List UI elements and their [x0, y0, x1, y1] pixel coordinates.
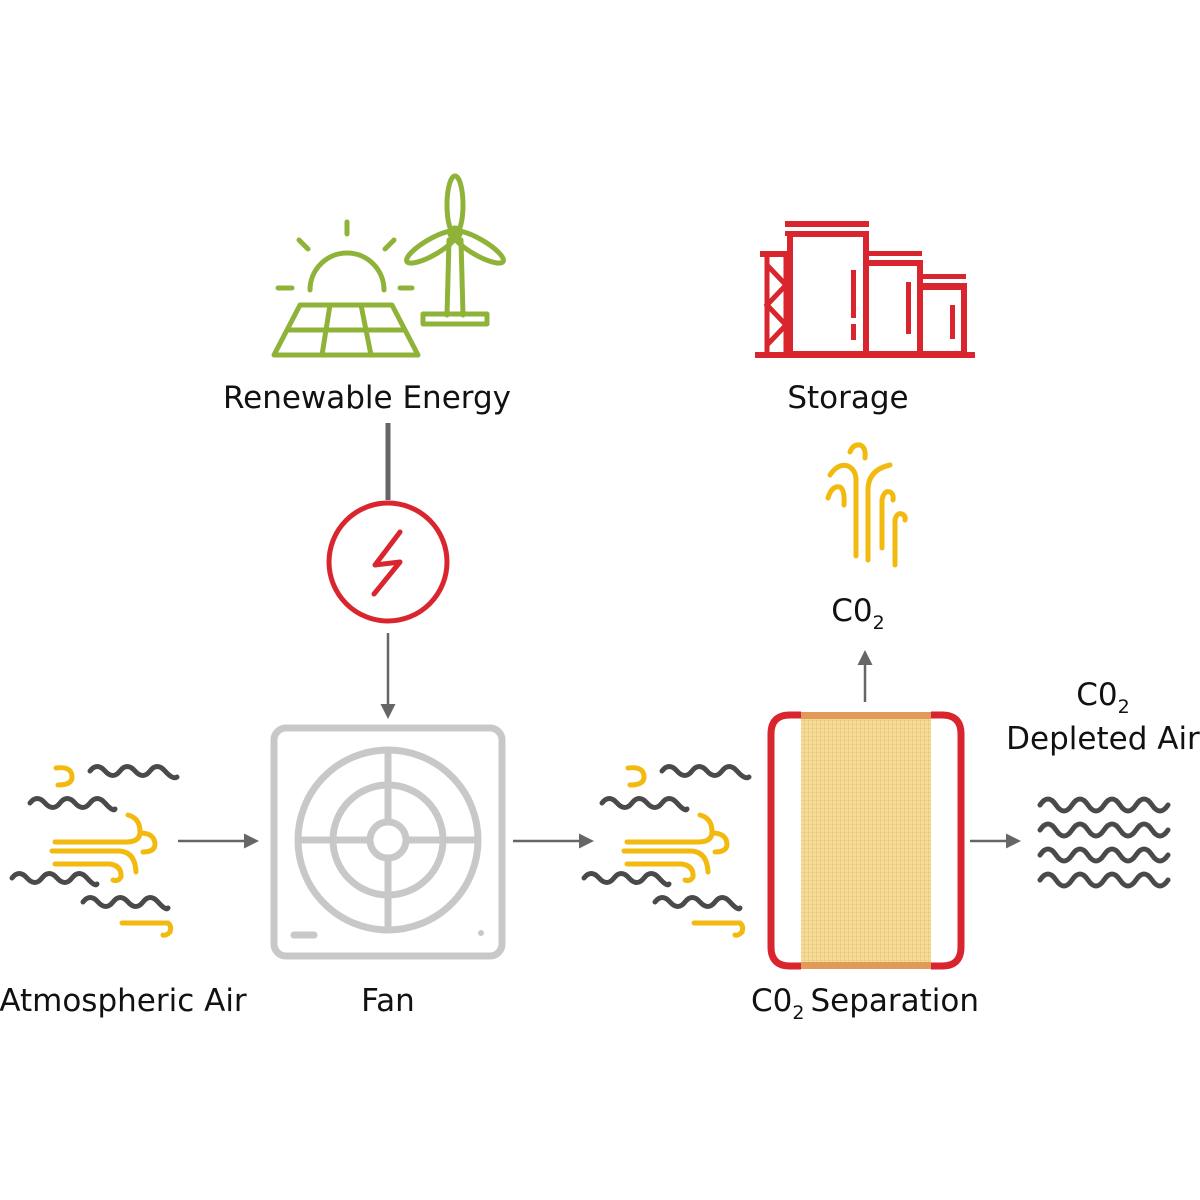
depleted-air-label: Depleted Air [1006, 721, 1200, 757]
co2-label: C02 [831, 593, 884, 634]
solar-panel-icon [271, 219, 421, 358]
depleted-air-icon [1037, 796, 1171, 889]
storage-label: Storage [787, 380, 908, 416]
renewable-energy-label: Renewable Energy [223, 380, 511, 416]
atmospheric-air-label: Atmospheric Air [0, 983, 247, 1019]
lightning-icon [326, 500, 450, 624]
atmospheric-air-icon [12, 767, 177, 936]
air-flow-icon [584, 767, 749, 936]
storage-tanks-icon [755, 221, 975, 358]
fan-label: Fan [361, 983, 415, 1019]
depleted-co2-label: C02 [1076, 677, 1129, 718]
wind-turbine-icon [404, 173, 506, 327]
fan-icon [270, 724, 506, 960]
co2-rising-icon [825, 442, 908, 568]
separation-filter-icon [767, 711, 965, 970]
